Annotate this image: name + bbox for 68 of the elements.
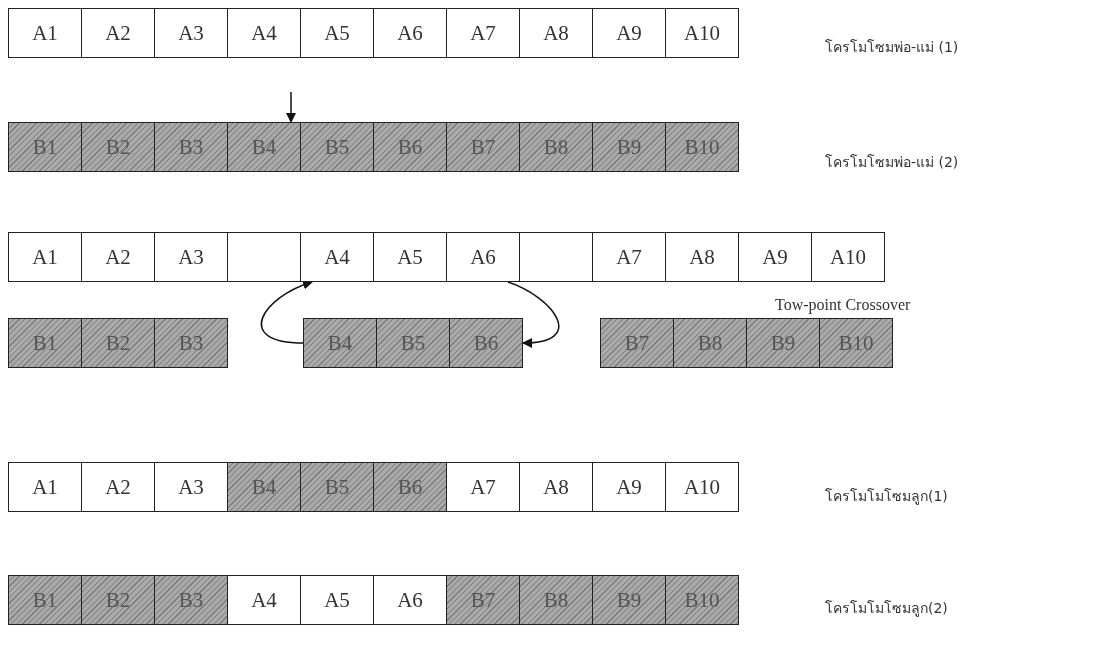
gene-cell: A6 [373,575,447,625]
hatched-gene-cell: B4 [303,318,377,368]
gene-cell: A7 [446,8,520,58]
gene-cell: A7 [592,232,666,282]
hatched-gene-cell: B9 [746,318,820,368]
hatched-gene-cell: B3 [154,575,228,625]
gene-cell: A10 [665,8,739,58]
gene-cell: A4 [300,232,374,282]
hatched-gene-cell: B1 [8,122,82,172]
gene-cell: A9 [592,8,666,58]
gene-cell: A1 [8,232,82,282]
gene-cell: A2 [81,232,155,282]
hatched-gene-cell: B8 [673,318,747,368]
gene-cell: A6 [446,232,520,282]
hatched-gene-cell: B9 [592,575,666,625]
row-label: โครโมโซมพ่อ-แม่ (1) [825,38,959,57]
row-label: โครโมโมโซมลูก(2) [825,599,948,619]
hatched-gene-cell: B6 [449,318,523,368]
gene-cell: A1 [8,462,82,512]
gene-cell: A5 [300,575,374,625]
hatched-gene-cell: B7 [446,122,520,172]
hatched-gene-cell: B2 [81,122,155,172]
gene-cell: A10 [811,232,885,282]
hatched-gene-cell: B3 [154,318,228,368]
hatched-gene-cell: B4 [227,462,301,512]
hatched-gene-cell: B5 [300,122,374,172]
gene-cell: A10 [665,462,739,512]
hatched-gene-cell: B3 [154,122,228,172]
hatched-gene-cell: B2 [81,318,155,368]
gene-cell: A4 [227,575,301,625]
gene-cell: A3 [154,462,228,512]
gene-cell: A3 [154,8,228,58]
hatched-gene-cell: B7 [446,575,520,625]
gene-cell: A2 [81,8,155,58]
hatched-gene-cell: B6 [373,122,447,172]
hatched-gene-cell: B8 [519,575,593,625]
hatched-gene-cell: B1 [8,575,82,625]
row-label: โครโมโมโซมลูก(1) [825,487,948,507]
gene-cell: A7 [446,462,520,512]
hatched-gene-cell: B10 [665,575,739,625]
gene-cell: A9 [592,462,666,512]
hatched-gene-cell: B10 [819,318,893,368]
gene-cell: A5 [300,8,374,58]
hatched-gene-cell: B8 [519,122,593,172]
hatched-gene-cell: B9 [592,122,666,172]
gene-cell: A3 [154,232,228,282]
gene-cell: A8 [519,462,593,512]
gene-cell: A8 [519,8,593,58]
hatched-gene-cell: B6 [373,462,447,512]
arrow [286,91,296,123]
hatched-gene-cell: B7 [600,318,674,368]
gene-cell: A5 [373,232,447,282]
row-label: Tow-point Crossover [775,296,911,314]
hatched-gene-cell: B2 [81,575,155,625]
gene-cell: A1 [8,8,82,58]
arrow [507,281,560,348]
row-label: โครโมโซมพ่อ-แม่ (2) [825,153,959,172]
gene-cell: A6 [373,8,447,58]
arrow [260,280,313,344]
hatched-gene-cell: B10 [665,122,739,172]
gene-cell: A9 [738,232,812,282]
hatched-gene-cell: B5 [376,318,450,368]
hatched-gene-cell: B5 [300,462,374,512]
hatched-gene-cell: B1 [8,318,82,368]
gene-cell: A8 [665,232,739,282]
gene-cell: A4 [227,8,301,58]
hatched-gene-cell: B4 [227,122,301,172]
gene-cell: A2 [81,462,155,512]
